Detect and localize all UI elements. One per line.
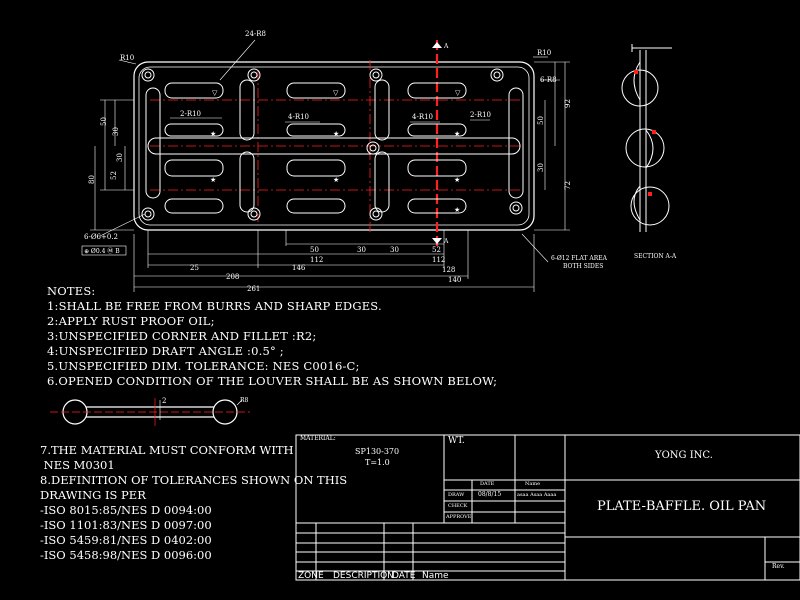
ribs [145, 79, 524, 213]
dim-r10-right: R10 [537, 49, 551, 57]
dim-6-r8: 6-R8 [540, 76, 557, 84]
louver-detail [50, 398, 250, 426]
title-block-lines [295, 434, 800, 581]
approve-label: APPROVE [446, 514, 472, 520]
dim-flat-area-2: BOTH SIDES [563, 263, 603, 270]
notes-block-2: 7.THE MATERIAL MUST CONFORM WITH NES M03… [40, 443, 347, 563]
svg-text:★: ★ [454, 130, 460, 138]
svg-text:★: ★ [210, 176, 216, 184]
dim-4-r10-a: 4-R10 [288, 113, 309, 121]
dim-128: 128 [442, 266, 455, 274]
material-label: MATERIAL: [300, 435, 336, 442]
dim-4-r10-b: 4-R10 [412, 113, 433, 121]
date-label: DATE [392, 571, 416, 581]
section-view [621, 44, 672, 232]
dim-52-bottom: 52 [432, 246, 441, 254]
svg-text:▽: ▽ [455, 89, 461, 97]
notes-title: NOTES: [47, 284, 96, 298]
section-a-bottom: A [443, 238, 449, 245]
section-arrows [432, 42, 442, 244]
louvers [164, 82, 467, 214]
note-6: 6.OPENED CONDITION OF THE LOUVER SHALL B… [47, 374, 498, 388]
dim-80-left: 80 [88, 175, 96, 184]
svg-text:▽: ▽ [212, 89, 218, 97]
company-name: YONG INC. [655, 450, 713, 461]
draw-date: 08/8/15 [478, 491, 502, 498]
svg-text:★: ★ [333, 130, 339, 138]
dim-flat-area: 6-Ø12 FLAT AREA [551, 255, 608, 262]
dim-hole: 6-Ø6+0.2 [84, 233, 118, 241]
note-5: 5.UNSPECIFIED DIM. TOLERANCE: NES C0016-… [47, 359, 360, 373]
dim-140: 140 [448, 276, 461, 284]
dim-50-right: 50 [537, 116, 545, 125]
dim-146: 146 [292, 264, 306, 272]
dim-50-left: 50 [100, 117, 108, 126]
weld-marks: ★ ★ ★ ★ ★ ★ ★ ▽ ▽ ▽ [210, 89, 461, 214]
dim-30-right: 30 [537, 163, 545, 172]
thickness-value: T=1.0 [365, 458, 390, 467]
dim-25: 25 [190, 264, 199, 272]
note-iso-4: -ISO 5458:98/NES D 0096:00 [40, 548, 212, 562]
holes [141, 68, 523, 221]
notes-block: NOTES: 1:SHALL BE FREE FROM BURRS AND SH… [47, 284, 497, 389]
dim-2-r10-a: 2-R10 [180, 110, 201, 118]
plate [133, 61, 535, 231]
dim-30-left-a: 30 [112, 127, 120, 136]
section-a-top: A [443, 43, 449, 50]
drawing-title: PLATE-BAFFLE. OIL PAN [597, 499, 767, 514]
date-header: DATE [480, 481, 495, 487]
draw-label: DRAW [448, 492, 465, 498]
dim-2-r10-b: 2-R10 [470, 111, 491, 119]
dim-r8-small: R8 [240, 397, 249, 404]
drawer-name: asaa Asaa Aaaa [517, 492, 557, 498]
dim-72-right: 72 [564, 181, 572, 190]
note-iso-2: -ISO 1101:83/NES D 0097:00 [40, 518, 212, 532]
note-iso-1: -ISO 8015:85/NES D 0094:00 [40, 503, 212, 517]
dim-112b: 112 [432, 256, 445, 264]
section-marks [634, 70, 656, 196]
name-label: Name [422, 571, 449, 581]
note-2: 2:APPLY RUST PROOF OIL; [47, 314, 215, 328]
dim-r10-left: R10 [120, 54, 134, 62]
dim-24-r8: 24-R8 [245, 30, 266, 38]
dim-50-bottom: 50 [310, 246, 319, 254]
note-8b: DRAWING IS PER [40, 488, 146, 502]
svg-text:▽: ▽ [333, 89, 339, 97]
name-header: Name [525, 481, 541, 487]
note-7b: NES M0301 [40, 458, 115, 472]
dim-52-left: 52 [110, 171, 118, 180]
note-4: 4:UNSPECIFIED DRAFT ANGLE :0.5° ; [47, 344, 284, 358]
zone-label: ZONE [298, 571, 324, 581]
dim-92-right: 92 [564, 99, 572, 108]
louver-dim: 2 [162, 397, 166, 405]
center-lines [150, 60, 520, 232]
dim-boxes [81, 245, 127, 256]
description-label: DESCRIPTION [333, 571, 394, 581]
dim-261: 261 [247, 285, 260, 293]
svg-text:★: ★ [454, 176, 460, 184]
weight-label: WT. [448, 436, 465, 446]
svg-text:★: ★ [210, 130, 216, 138]
dim-112: 112 [310, 256, 323, 264]
note-8: 8.DEFINITION OF TOLERANCES SHOWN ON THIS [40, 473, 348, 487]
section-label: SECTION A-A [634, 253, 677, 260]
note-iso-3: -ISO 5459:81/NES D 0402:00 [40, 533, 212, 547]
svg-text:★: ★ [454, 206, 460, 214]
dim-208: 208 [226, 273, 239, 281]
check-label: CHECK [448, 503, 468, 509]
material-value: SP130-370 [355, 447, 400, 456]
note-1: 1:SHALL BE FREE FROM BURRS AND SHARP EDG… [47, 299, 382, 313]
dim-30-left-b: 30 [116, 153, 124, 162]
svg-text:★: ★ [333, 176, 339, 184]
note-7: 7.THE MATERIAL MUST CONFORM WITH [40, 443, 294, 457]
dim-tolerance: ⊕ Ø0.4 Ⓜ B [84, 247, 120, 255]
dim-30-bottom: 30 [357, 246, 366, 254]
rev-label: Rev. [772, 563, 785, 570]
dimension-lines [90, 39, 570, 292]
dim-30-bottom-b: 30 [390, 246, 399, 254]
note-3: 3:UNSPECIFIED CORNER AND FILLET :R2; [47, 329, 317, 343]
